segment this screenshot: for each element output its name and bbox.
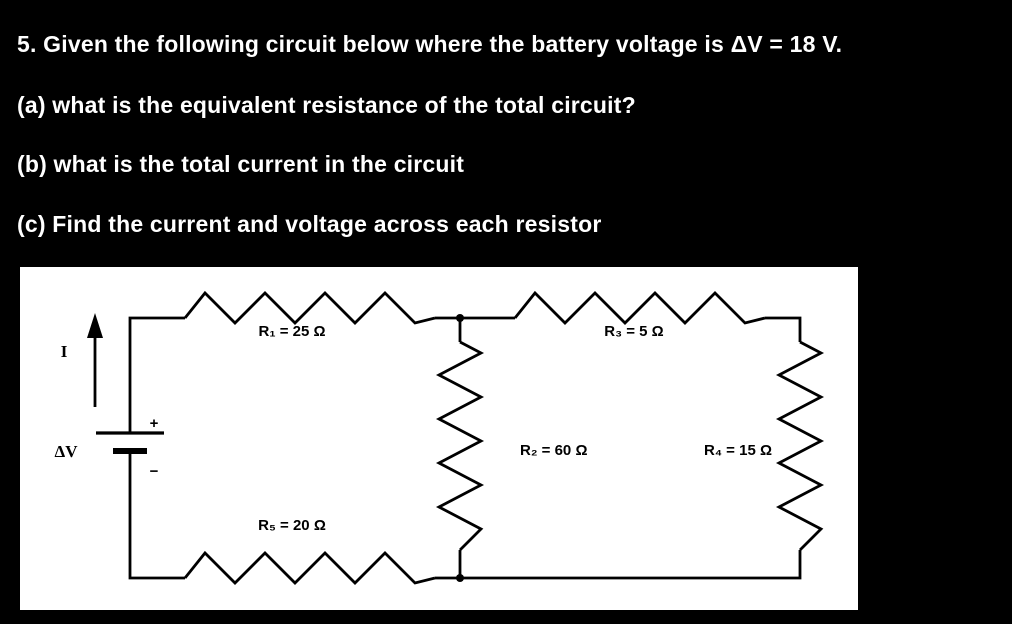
resistor-r4-zigzag [775, 340, 825, 551]
current-arrow-head [87, 313, 103, 338]
battery-symbol [96, 431, 164, 454]
circuit-labels: R₁ = 25 Ω R₃ = 5 Ω R₂ = 60 Ω R₄ = 15 Ω R… [55, 323, 772, 534]
battery-plus-sign: + [150, 415, 159, 432]
battery-minus-sign: − [150, 463, 159, 480]
circuit-svg: R₁ = 25 Ω R₃ = 5 Ω R₂ = 60 Ω R₄ = 15 Ω R… [55, 290, 825, 585]
resistor-r3-label: R₃ = 5 Ω [604, 323, 663, 340]
resistor-r2-zigzag [435, 340, 485, 551]
resistor-r3-zigzag [513, 290, 766, 325]
resistor-r4-label: R₄ = 15 Ω [704, 442, 772, 459]
wire-bottom-left [128, 451, 185, 580]
resistor-r1-zigzag [183, 290, 436, 325]
wire-bottom-right [435, 550, 802, 580]
current-arrow [87, 313, 103, 407]
question-part-a: (a) what is the equivalent resistance of… [17, 92, 636, 118]
junction-nodes [456, 314, 464, 582]
resistor-r5-label: R₅ = 20 Ω [258, 517, 326, 534]
question-part-b: (b) what is the total current in the cir… [17, 151, 465, 177]
wire-top-left [128, 316, 185, 433]
battery-voltage-label: ΔV [55, 442, 79, 461]
junction-node-top [456, 314, 464, 322]
question-title: 5. Given the following circuit below whe… [17, 31, 843, 57]
resistor-r5-zigzag [183, 550, 436, 585]
wire-top-right [765, 316, 802, 342]
resistor-r2-label: R₂ = 60 Ω [520, 442, 587, 459]
current-label: I [61, 342, 68, 361]
circuit-wires [128, 290, 825, 585]
resistor-r1-label: R₁ = 25 Ω [258, 323, 325, 340]
circuit-diagram: R₁ = 25 Ω R₃ = 5 Ω R₂ = 60 Ω R₄ = 15 Ω R… [20, 267, 858, 610]
junction-node-bottom [456, 574, 464, 582]
question-part-c: (c) Find the current and voltage across … [17, 211, 602, 237]
